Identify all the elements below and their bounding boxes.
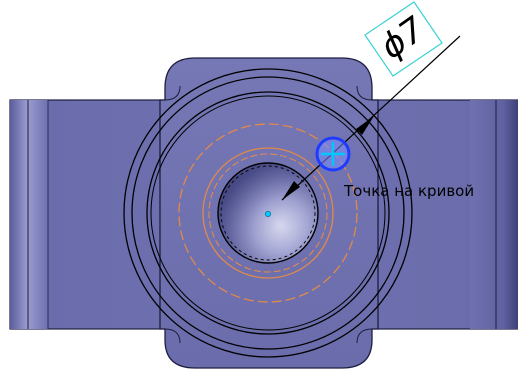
highlighted-edges	[178, 123, 358, 303]
origin-point-icon	[264, 210, 271, 217]
snap-point-crosshair-icon[interactable]	[315, 136, 351, 172]
dimension-leader[interactable]	[281, 35, 461, 201]
snap-tooltip-label: Точка на кривой	[343, 182, 474, 200]
circular-edges	[123, 68, 413, 358]
dimension-label[interactable]: ϕ7	[364, 1, 443, 77]
